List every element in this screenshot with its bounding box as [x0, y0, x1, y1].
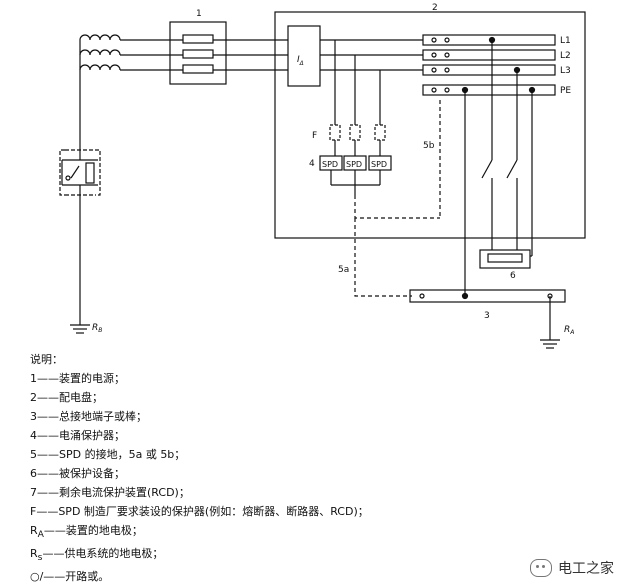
legend-title: 说明：	[30, 353, 63, 366]
legend-item: 3——总接地端子或棒；	[30, 410, 147, 423]
legend: 说明： 1——装置的电源； 2——配电盘； 3——总接地端子或棒； 4——电涌保…	[30, 350, 590, 586]
legend-item: 7——剩余电流保护装置(RCD)；	[30, 486, 190, 499]
bus-l2-label: L2	[560, 51, 571, 61]
legend-item: Rs——供电系统的地电极；	[30, 547, 164, 564]
spd-2-label: SPD	[346, 160, 362, 169]
label-1: 1	[196, 9, 202, 19]
legend-item: RA——装置的地电极；	[30, 524, 143, 541]
bus-l3-label: L3	[560, 66, 571, 76]
label-5a: 5a	[338, 265, 349, 275]
legend-item: 6——被保护设备；	[30, 467, 125, 480]
watermark: 电工之家	[530, 558, 614, 578]
label-5b: 5b	[423, 141, 435, 151]
spd-1-label: SPD	[322, 160, 338, 169]
legend-item: 5——SPD 的接地，5a 或 5b；	[30, 448, 186, 461]
label-6: 6	[510, 271, 516, 281]
bus-pe-label: PE	[560, 86, 571, 96]
legend-item: 2——配电盘；	[30, 391, 103, 404]
rb-label: RB	[92, 323, 102, 334]
label-4: 4	[309, 159, 315, 169]
label-2: 2	[432, 3, 438, 13]
legend-item: 4——电涌保护器；	[30, 429, 125, 442]
legend-item: 1——装置的电源；	[30, 372, 125, 385]
ra-label: RA	[564, 325, 574, 336]
legend-item: F——SPD 制造厂要求装设的保护器(例如：熔断器、断路器、RCD)；	[30, 505, 369, 518]
label-3: 3	[484, 311, 490, 321]
label-f: F	[312, 131, 317, 141]
spd-3-label: SPD	[371, 160, 387, 169]
legend-item: ○/——开路或。	[30, 570, 110, 584]
wechat-icon	[530, 559, 552, 577]
watermark-text: 电工之家	[558, 561, 614, 577]
wiring-diagram: 1 2 3 4 5a 5b 6 F SPD SPD SPD IΔ L1 L2 L…	[59, 3, 586, 349]
bus-l1-label: L1	[560, 36, 571, 46]
rcd-label: IΔ	[297, 55, 304, 67]
